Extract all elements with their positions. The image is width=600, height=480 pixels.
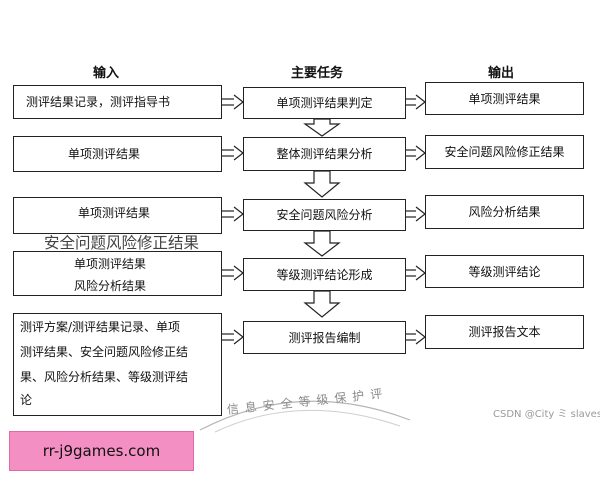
arrow-task-output-4: [406, 265, 426, 281]
task-box-4: 等级测评结论形成: [243, 258, 406, 291]
task-box-2: 整体测评结果分析: [243, 137, 406, 171]
arrow-input-task-4: [222, 265, 244, 281]
arrow-input-task-1: [222, 94, 244, 110]
input-line: 风险分析结果: [74, 279, 147, 293]
input-line: 测评方案/测评结果记录、单项: [20, 320, 181, 334]
input-line: 论: [20, 393, 33, 407]
arrow-input-task-5: [222, 329, 244, 345]
arrow-down-1: [303, 118, 341, 137]
input-line: 单项测评结果: [74, 257, 147, 271]
input-box-5: 测评方案/测评结果记录、单项 测评结果、安全问题风险修正结 果、风险分析结果、等…: [13, 313, 222, 416]
input-box-2: 单项测评结果: [13, 136, 222, 172]
stamp-arc-inner: [214, 409, 401, 433]
arrow-task-output-5: [406, 329, 426, 345]
input-line: 果、风险分析结果、等级测评结: [20, 370, 189, 384]
overlay-label: 安全问题风险修正结果: [44, 234, 200, 252]
arrow-task-output-1: [406, 94, 426, 110]
task-box-3: 安全问题风险分析: [243, 199, 406, 231]
arrow-input-task-3: [222, 206, 244, 222]
output-box-3: 风险分析结果: [425, 195, 584, 229]
promo-banner[interactable]: rr-j9games.com: [9, 431, 194, 471]
header-input: 输入: [93, 66, 120, 81]
task-box-1: 单项测评结果判定: [243, 87, 406, 119]
header-output: 输出: [488, 66, 515, 81]
task-box-5: 测评报告编制: [243, 321, 406, 354]
output-box-4: 等级测评结论: [425, 255, 584, 288]
input-box-4: 单项测评结果 风险分析结果: [13, 251, 222, 296]
arrow-task-output-3: [406, 206, 426, 222]
input-line: 单项测评结果: [68, 147, 141, 161]
output-box-2: 安全问题风险修正结果: [425, 135, 584, 169]
input-line: 测评结果记录，测评指导书: [26, 95, 171, 109]
input-line: 测评结果、安全问题风险修正结: [20, 345, 189, 359]
stamp-arc: [199, 400, 411, 431]
arrow-down-3: [303, 230, 341, 257]
arrow-down-2: [303, 170, 341, 198]
input-line: 单项测评结果: [78, 206, 151, 220]
arrow-down-4: [303, 290, 341, 318]
arrow-task-output-2: [406, 145, 426, 161]
output-box-1: 单项测评结果: [425, 82, 584, 115]
arrow-input-task-2: [222, 145, 244, 161]
watermark: CSDN @City ミ slaves: [493, 409, 600, 420]
header-task: 主要任务: [291, 66, 344, 81]
input-box-1: 测评结果记录，测评指导书: [13, 85, 222, 119]
output-box-5: 测评报告文本: [425, 315, 584, 349]
input-box-3: 单项测评结果: [13, 197, 222, 234]
